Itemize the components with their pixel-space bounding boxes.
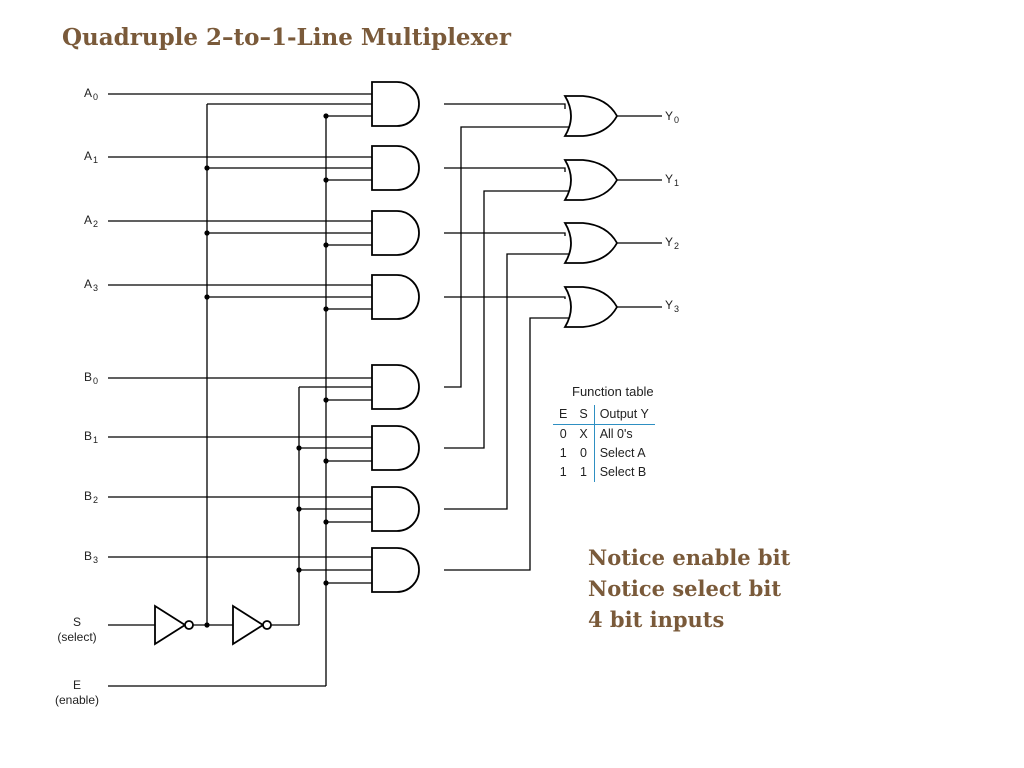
output-labels: Y0 Y1 Y2 Y3: [665, 109, 679, 314]
label-b1: B1: [84, 429, 98, 445]
and-gate: [371, 274, 420, 320]
note-select: Notice select bit: [588, 576, 782, 601]
cell-s: 1: [580, 465, 587, 479]
cell-e: 0: [559, 427, 567, 441]
notes: Notice enable bit Notice select bit 4 bi…: [588, 542, 790, 635]
junction-dot: [204, 622, 210, 628]
junction-dot: [323, 519, 329, 525]
cell-e: 1: [559, 446, 567, 460]
function-table: E S Output Y 0 X All 0's 1 0 Select A 1 …: [553, 405, 655, 482]
label-b3: B3: [84, 549, 98, 565]
function-table-title: Function table: [572, 384, 654, 399]
table-row: 1 1 Select B: [553, 463, 655, 482]
label-y2: Y2: [665, 235, 679, 251]
junction-dot: [323, 113, 329, 119]
cell-output: All 0's: [593, 424, 655, 444]
label-s: S: [73, 615, 81, 629]
cell-e: 1: [559, 465, 567, 479]
input-labels: A0 A1 A2 A3 B0 B1 B2 B3 S (select) E (en…: [55, 86, 99, 707]
junction-dot: [323, 580, 329, 586]
table-row: 1 0 Select A: [553, 444, 655, 463]
label-a3: A3: [84, 277, 98, 293]
label-a0: A0: [84, 86, 98, 102]
junction-dot: [204, 165, 210, 171]
label-b0: B0: [84, 370, 98, 386]
label-e: E: [73, 678, 81, 692]
not-gate: [232, 604, 265, 646]
junction-dot: [323, 306, 329, 312]
label-e-note: (enable): [55, 693, 99, 707]
and-gate: [371, 425, 420, 471]
and-gate: [371, 81, 420, 127]
junction-dot: [323, 458, 329, 464]
header-e: E: [553, 405, 574, 425]
header-s: S: [573, 405, 595, 425]
and-to-or-wire: [444, 232, 566, 236]
junction-dot: [323, 177, 329, 183]
junction-dot: [296, 445, 302, 451]
label-s-note: (select): [57, 630, 96, 644]
and-to-or-wire: [444, 167, 566, 172]
or-gate: [563, 95, 619, 137]
and-gate: [371, 364, 420, 410]
cell-s: X: [579, 427, 588, 441]
junction-dot: [323, 242, 329, 248]
junction-dot: [296, 567, 302, 573]
and-gate: [371, 145, 420, 191]
label-y3: Y3: [665, 298, 679, 314]
cell-output: Select A: [593, 444, 655, 463]
inverter-bubble: [262, 620, 272, 630]
junction-dot: [204, 294, 210, 300]
and-gate: [371, 210, 420, 256]
table-row: 0 X All 0's: [553, 424, 655, 444]
and-to-or-wire: [444, 253, 571, 510]
not-gate: [154, 604, 187, 646]
note-inputs: 4 bit inputs: [588, 607, 725, 632]
and-to-or-wire: [444, 296, 566, 299]
and-to-or-wire: [444, 103, 566, 109]
and-to-or-wire: [444, 317, 571, 571]
and-to-or-wire: [444, 190, 571, 449]
label-y1: Y1: [665, 172, 679, 188]
cell-output: Select B: [593, 463, 655, 482]
junction-dot: [204, 230, 210, 236]
header-output: Output Y: [593, 405, 655, 425]
label-a2: A2: [84, 213, 98, 229]
note-enable: Notice enable bit: [588, 545, 791, 570]
cell-s: 0: [580, 446, 587, 460]
gates: [154, 81, 619, 646]
and-to-or-wire: [444, 126, 571, 388]
function-table-header-row: E S Output Y: [553, 405, 655, 425]
label-b2: B2: [84, 489, 98, 505]
or-gate: [563, 286, 619, 328]
or-gate: [563, 222, 619, 264]
junction-dot: [296, 506, 302, 512]
label-y0: Y0: [665, 109, 679, 125]
and-gate: [371, 486, 420, 532]
junction-dots: [204, 113, 329, 628]
junction-dot: [323, 397, 329, 403]
or-gate: [563, 159, 619, 201]
page-title: Quadruple 2–to–1-Line Multiplexer: [62, 24, 512, 51]
inverter-bubble: [184, 620, 194, 630]
and-gate: [371, 547, 420, 593]
label-a1: A1: [84, 149, 98, 165]
